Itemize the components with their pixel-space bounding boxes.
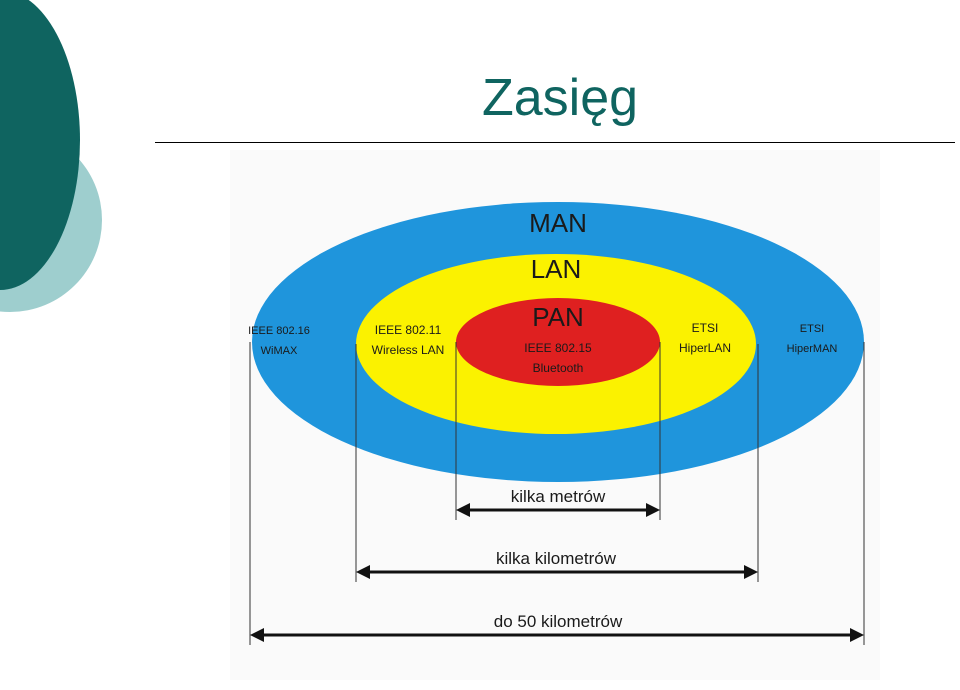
- title-divider: [155, 142, 955, 143]
- man-right-technology: HiperMAN: [787, 343, 838, 355]
- lan-left-technology: Wireless LAN: [372, 343, 445, 357]
- pan-range-label: kilka metrów: [511, 487, 606, 506]
- lan-right-standard: ETSI: [692, 321, 719, 335]
- lan-range-label: kilka kilometrów: [496, 549, 617, 568]
- pan-technology: Bluetooth: [533, 361, 584, 375]
- man-right-standard: ETSI: [800, 323, 824, 335]
- pan-arrowhead-right: [646, 503, 660, 517]
- man-range-label: do 50 kilometrów: [494, 612, 623, 631]
- lan-arrowhead-left: [356, 565, 370, 579]
- pan-arrowhead-left: [456, 503, 470, 517]
- man-arrowhead-left: [250, 628, 264, 642]
- pan-label: PAN: [532, 302, 584, 332]
- lan-label: LAN: [531, 254, 582, 284]
- man-arrowhead-right: [850, 628, 864, 642]
- corner-decoration: [0, 0, 102, 312]
- slide-title: Zasięg: [481, 69, 639, 127]
- pan-standard: IEEE 802.15: [524, 341, 592, 355]
- guide-lines: [249, 342, 865, 645]
- pan-ellipse: [456, 298, 660, 386]
- dark-circle: [0, 0, 80, 290]
- range-arrows: [250, 503, 864, 642]
- man-left-standard: IEEE 802.16: [248, 325, 310, 337]
- range-diagram: MAN LAN PAN IEEE 802.15 Bluetooth IEEE 8…: [230, 150, 880, 680]
- lan-arrowhead-right: [744, 565, 758, 579]
- man-left-technology: WiMAX: [261, 345, 298, 357]
- lan-left-standard: IEEE 802.11: [375, 323, 442, 337]
- man-label: MAN: [529, 208, 587, 238]
- lan-right-technology: HiperLAN: [679, 341, 731, 355]
